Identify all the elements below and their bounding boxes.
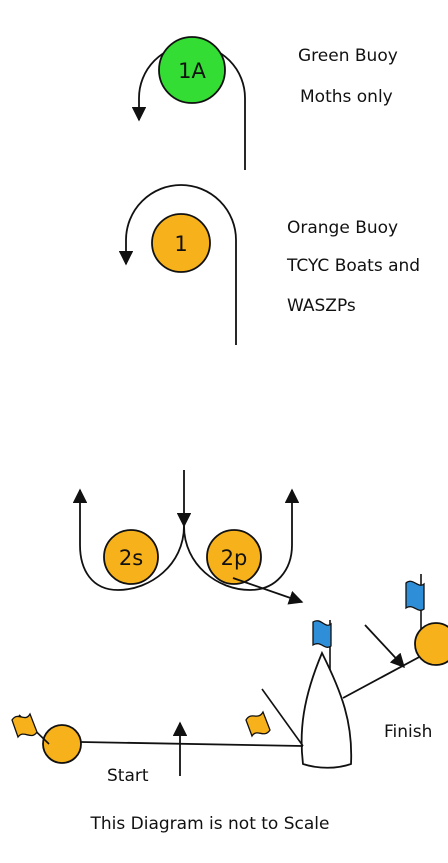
tcyc-boats-label: TCYC Boats and — [286, 256, 420, 276]
mark-1[interactable]: 1 — [151, 213, 211, 273]
mark-2p[interactable]: 2p — [206, 529, 262, 585]
pin-end-buoy — [42, 724, 82, 764]
mark-2s[interactable]: 2s — [103, 529, 159, 585]
mark-1a-label: 1A — [178, 59, 206, 83]
mark-1-label: 1 — [174, 232, 187, 256]
finish-buoy-mark — [414, 622, 448, 666]
boat-yellow-flag-icon — [245, 688, 304, 747]
finish-line — [342, 654, 424, 699]
pin-end[interactable] — [11, 712, 82, 764]
green-buoy-label: Green Buoy — [298, 46, 398, 66]
finish-blue-flag-icon — [405, 580, 425, 611]
mark-2s-buoy — [103, 529, 159, 585]
mark-2s-label: 2s — [119, 546, 143, 570]
finish-label: Finish — [384, 722, 432, 742]
finish-buoy[interactable] — [405, 574, 448, 666]
mark-2p-label: 2p — [221, 546, 248, 570]
mark-1-path-arrow — [118, 184, 237, 345]
to-finish-arrow — [232, 577, 304, 605]
mark-1-buoy — [151, 213, 211, 273]
gate-2s-path-arrow — [72, 488, 185, 591]
orange-buoy-label: Orange Buoy — [287, 218, 398, 238]
mark-1a[interactable]: 1A — [158, 36, 226, 104]
start-label: Start — [107, 766, 149, 786]
committee-boat-icon — [300, 650, 353, 769]
finish-arrow — [364, 624, 405, 669]
gate-2p-path-arrow — [183, 488, 300, 591]
yellow-flag-icon — [11, 712, 38, 739]
mark-1a-buoy — [158, 36, 226, 104]
waszps-label: WASZPs — [287, 296, 356, 316]
mark-2p-buoy — [206, 529, 262, 585]
start-line — [80, 741, 304, 747]
moths-only-label: Moths only — [300, 87, 393, 107]
footer-note: This Diagram is not to Scale — [90, 814, 330, 834]
